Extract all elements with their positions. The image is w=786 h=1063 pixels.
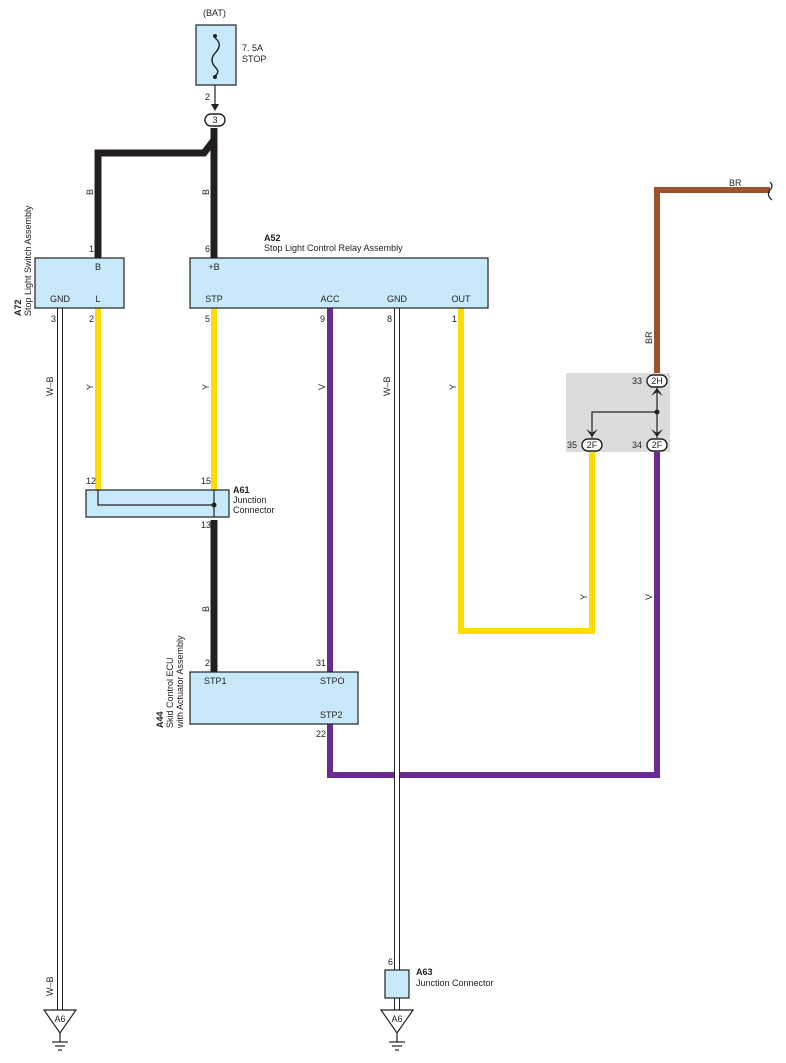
a61-name-1: Junction (233, 495, 267, 505)
a44-pin-2: 2 (205, 658, 210, 668)
wire-label-y: Y (85, 384, 95, 390)
connector-2f-35: 2F (581, 438, 603, 452)
a52-pin-1: 1 (452, 314, 457, 324)
svg-text:2F: 2F (587, 440, 598, 450)
wire-wb (57, 308, 400, 1010)
a61-pin-12: 12 (86, 476, 96, 486)
component-a52 (189, 257, 489, 309)
a52-pin-5: 5 (205, 314, 210, 324)
a52-terminal-gnd: GND (387, 294, 408, 304)
a52-name: Stop Light Control Relay Assembly (264, 243, 403, 253)
a44-code: A44 (155, 711, 165, 728)
connector-2h: 2H (646, 374, 668, 388)
ground-label: A6 (54, 1014, 65, 1024)
fuse-rating: 7. 5A (242, 43, 263, 53)
a52-pin-9: 9 (320, 314, 325, 324)
junction-3: 3 (204, 113, 226, 127)
wire-label-b: B (201, 189, 211, 195)
bat-label: (BAT) (203, 8, 226, 18)
a52-pin-8: 8 (387, 314, 392, 324)
component-a61 (85, 489, 230, 518)
a72-name: Stop Light Switch Assembly (23, 205, 33, 316)
wire-break-icon (767, 181, 773, 201)
a72-terminal-b: B (95, 262, 101, 272)
component-a63 (384, 969, 410, 999)
wire-label-b: B (201, 606, 211, 612)
wire-br (654, 187, 770, 374)
ground-a6-right: A6 (379, 1009, 415, 1051)
jb-pin-35: 35 (567, 440, 577, 450)
connector-2f-34: 2F (646, 438, 668, 452)
a44-terminal-stp1: STP1 (204, 676, 227, 686)
a44-pin-31: 31 (316, 658, 326, 668)
wire-label-y: Y (201, 384, 211, 390)
wire-label-y: Y (448, 384, 458, 390)
arrow-up-icon (651, 388, 663, 396)
wire-v (327, 308, 660, 778)
ground-label: A6 (391, 1014, 402, 1024)
a52-terminal-stp: STP (205, 294, 223, 304)
a52-terminal-b: +B (208, 262, 219, 272)
a44-pin-22: 22 (316, 729, 326, 739)
a44-terminal-stpo: STPO (320, 676, 345, 686)
wire-label-v: V (644, 594, 654, 600)
a44-name-2: with Actuator Assembly (175, 635, 185, 729)
wire-label-br: BR (729, 178, 742, 188)
a52-terminal-acc: ACC (320, 294, 340, 304)
component-a72 (34, 257, 125, 309)
wire-label-v: V (317, 384, 327, 390)
jb-pin-34: 34 (632, 440, 642, 450)
a52-terminal-out: OUT (452, 294, 472, 304)
a72-terminal-l: L (95, 294, 100, 304)
arrow-down-icon (586, 429, 598, 437)
svg-text:2F: 2F (652, 440, 663, 450)
fuse-name: STOP (242, 54, 266, 64)
a61-code: A61 (233, 485, 250, 495)
a72-code: A72 (13, 299, 23, 316)
wire-label-wb: W–B (45, 976, 55, 996)
fuse-icon (211, 37, 220, 77)
a52-pin-6: 6 (205, 244, 210, 254)
a72-pin-1: 1 (89, 244, 94, 254)
a63-pin-6: 6 (388, 957, 393, 967)
svg-text:3: 3 (212, 115, 217, 125)
wire-label-br: BR (644, 331, 654, 344)
jb-pin-33: 33 (632, 376, 642, 386)
ground-a6-left: A6 (42, 1009, 78, 1051)
a61-pin-15: 15 (201, 476, 211, 486)
a61-pin-13: 13 (201, 520, 211, 530)
fuse-pin: 2 (205, 92, 210, 102)
a44-terminal-stp2: STP2 (320, 710, 343, 720)
wire-label-y: Y (579, 594, 589, 600)
a61-name-2: Connector (233, 505, 275, 515)
a44-name-1: Skid Control ECU (165, 657, 175, 728)
fuse-stop (195, 24, 237, 111)
wire-label-b: B (85, 189, 95, 195)
arrow-down-icon (651, 429, 663, 437)
wire-y (95, 308, 595, 634)
a72-pin-3: 3 (51, 314, 56, 324)
wire-label-wb: W–B (45, 376, 55, 396)
a72-terminal-gnd: GND (50, 294, 71, 304)
a52-code: A52 (264, 233, 281, 243)
wire-label-wb: W–B (382, 376, 392, 396)
a63-name: Junction Connector (416, 978, 494, 988)
a63-code: A63 (416, 967, 433, 977)
component-a44 (189, 671, 359, 725)
wire-b (94, 128, 218, 672)
a72-pin-2: 2 (89, 314, 94, 324)
svg-text:2H: 2H (651, 376, 663, 386)
